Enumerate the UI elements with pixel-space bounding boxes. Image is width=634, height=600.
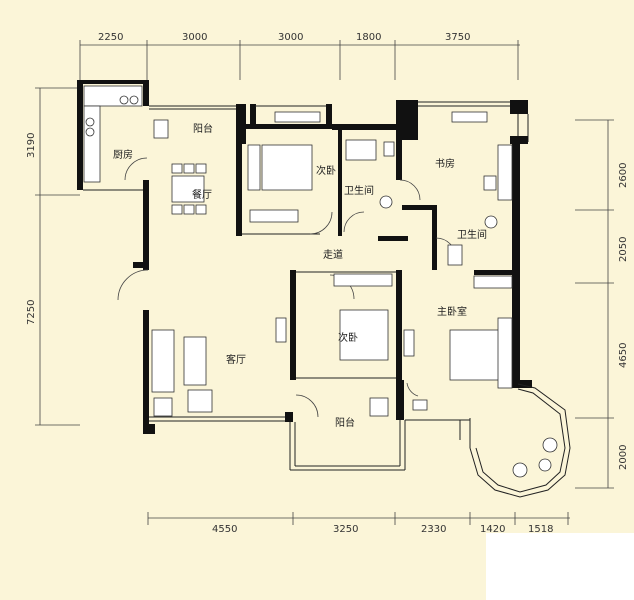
room-balcony-bottom: 阳台: [335, 416, 355, 429]
dimension-labels-right: 2600 2050 4650 2000: [618, 163, 629, 470]
room-master: 主卧室: [437, 305, 467, 318]
dim-bottom-1: 4550: [212, 524, 237, 535]
bedroom-mid-desk: [275, 317, 287, 343]
dining-table: [171, 175, 205, 203]
armchair: [187, 389, 213, 413]
room-bedroom2-top: 次卧: [316, 164, 336, 177]
dim-right-4: 2000: [618, 445, 629, 470]
wardrobe-master: [473, 275, 513, 289]
bath1-tub: [345, 139, 377, 161]
room-dining: 餐厅: [192, 188, 212, 201]
walls: [77, 80, 571, 498]
room-bedroom2-mid: 次卧: [338, 331, 358, 344]
balcony-washer-bottom: [369, 397, 389, 417]
bay-chair: [542, 437, 558, 453]
room-bathroom2: 卫生间: [457, 228, 487, 241]
dim-bottom-5: 1518: [528, 524, 553, 535]
side-table: [153, 397, 173, 417]
bath2-basin: [484, 215, 498, 229]
sofa: [151, 329, 175, 393]
bedroom-mid-bed: [339, 309, 389, 361]
dim-top-1: 2250: [98, 32, 123, 43]
dim-bottom-4: 1420: [480, 524, 505, 535]
room-labels: 厨房 阳台 餐厅 次卧 卫生间 书房 卫生间 走道 客厅 次卧 主卧室 阳台: [113, 122, 487, 429]
dim-right-3: 4650: [618, 343, 629, 368]
room-study: 书房: [435, 157, 455, 170]
room-kitchen: 厨房: [113, 148, 133, 161]
doors: [117, 157, 457, 418]
dimension-labels-left: 3190 7250: [26, 133, 37, 325]
stove-burner: [119, 95, 129, 105]
dim-bottom-2: 3250: [333, 524, 358, 535]
balcony-washer: [153, 119, 169, 139]
dim-top-4: 1800: [356, 32, 381, 43]
coffee-table: [183, 336, 207, 386]
bedroom-top-bed: [261, 144, 313, 191]
bath1-basin: [379, 195, 393, 209]
dimension-lines: [35, 40, 614, 525]
wardrobe-mid: [333, 273, 393, 287]
dimension-labels-bottom: 4550 3250 2330 1420 1518: [212, 524, 553, 535]
watermark-box: [486, 533, 634, 600]
wardrobe-top: [249, 209, 299, 223]
dim-left-2: 7250: [26, 300, 37, 325]
dim-right-2: 2050: [618, 237, 629, 262]
dimension-labels-top: 2250 3000 3000 1800 3750: [98, 32, 470, 43]
study-desk: [497, 144, 513, 201]
dim-left-1: 3190: [26, 133, 37, 158]
room-living: 客厅: [226, 353, 246, 366]
furniture: [83, 85, 558, 478]
dim-top-3: 3000: [278, 32, 303, 43]
room-bathroom1: 卫生间: [344, 184, 374, 197]
master-bed: [449, 329, 501, 381]
dim-bottom-3: 2330: [421, 524, 446, 535]
dim-right-1: 2600: [618, 163, 629, 188]
room-corridor: 走道: [323, 248, 343, 261]
study-shelf: [451, 111, 488, 123]
room-balcony-top: 阳台: [193, 122, 213, 135]
bath2-toilet: [447, 244, 463, 266]
dim-top-5: 3750: [445, 32, 470, 43]
dim-top-2: 3000: [182, 32, 207, 43]
kitchen-counter-side: [83, 105, 101, 183]
